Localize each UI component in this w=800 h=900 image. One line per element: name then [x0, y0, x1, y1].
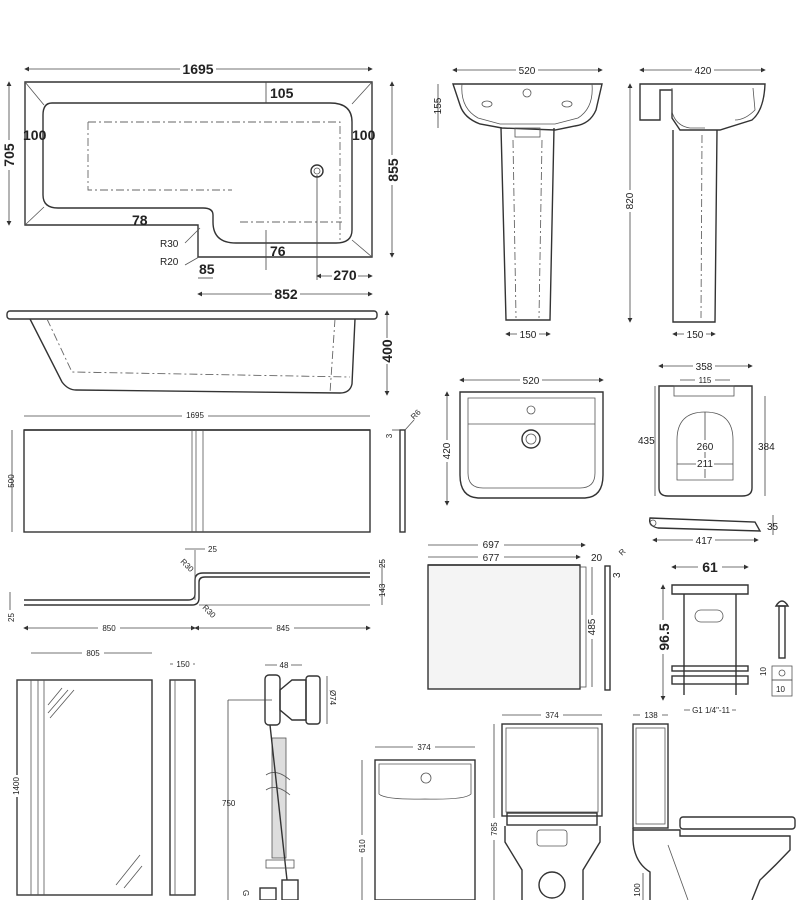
- basin-plan-width-label: 520: [523, 376, 540, 387]
- basin-waste-view: 61 96.5 G1 1/4"-11 10 10: [655, 559, 793, 716]
- end-panel-width-label: 677: [483, 553, 500, 564]
- front-panel-length-label: 1695: [186, 411, 204, 420]
- bath-side-view: 400: [6, 310, 395, 396]
- front-pedestal-width-label: 150: [520, 330, 537, 341]
- flush-button-icon: [420, 772, 432, 784]
- end-panel-height-label: 485: [587, 618, 598, 635]
- bath-waste-view: 48 Ø74 750 G: [222, 659, 337, 900]
- end-panel-view: 697 677 20 485 3 R: [427, 538, 628, 691]
- panel-offset-label: 25: [208, 545, 217, 554]
- end-panel-radius-label: R: [617, 547, 628, 558]
- step-offset-label: 85: [199, 261, 215, 277]
- toilet-height-label: 785: [490, 822, 499, 836]
- front-panel-radius-label: R6: [409, 407, 423, 421]
- rim-right-label: 100: [352, 127, 376, 143]
- end-panel-thickness-label: 3: [612, 572, 623, 578]
- seat-hinge-label: 115: [699, 376, 712, 385]
- toilet-side-view: 138 100: [632, 709, 796, 900]
- panel-depth-right-label: 25: [378, 559, 387, 568]
- panel-radius-top-label: R30: [179, 557, 196, 574]
- basin-plan-depth-label: 420: [442, 442, 453, 459]
- bath-plan-view: 1695 105 100 100 705 855 78 76 R30 R20 8…: [1, 61, 401, 302]
- seat-opening-width-label: 211: [697, 459, 713, 470]
- front-panel-view: 1695 500 3 R6: [7, 407, 423, 533]
- rim-step-label: 78: [132, 212, 148, 228]
- basin-side-depth-label: 420: [695, 66, 712, 77]
- front-panel-thickness-label: 3: [385, 433, 394, 438]
- toilet-width-label: 374: [545, 711, 559, 720]
- seat-width-label: 358: [696, 362, 713, 373]
- basin-front-width-label: 520: [519, 66, 536, 77]
- bath-end-width-label: 855: [385, 158, 401, 182]
- waste-offset-label: 270: [333, 267, 357, 283]
- toilet-outlet-height-label: 100: [633, 883, 642, 897]
- panel-right-length-label: 845: [276, 624, 290, 633]
- basin-bowl-height-label: 155: [433, 97, 444, 114]
- waste-width-label: 61: [702, 559, 718, 575]
- radius-inner-label: R30: [160, 239, 179, 250]
- screen-height-label: 1400: [12, 777, 21, 795]
- glass-reflection-icon: [47, 687, 143, 889]
- basin-drain-icon: [521, 429, 541, 449]
- rim-top-label: 105: [270, 85, 294, 101]
- rim-left-label: 100: [23, 127, 47, 143]
- bath-waste-thread-label: G: [241, 890, 250, 896]
- screen-depth-label: 150: [176, 660, 190, 669]
- end-panel-edge-label: 20: [591, 553, 603, 564]
- panel-left-length-label: 850: [102, 624, 116, 633]
- pin-dim-b-label: 10: [776, 685, 785, 694]
- wide-section-label: 852: [274, 286, 298, 302]
- basin-plan-view: 520 420: [441, 374, 604, 506]
- seat-opening-length-label: 260: [697, 442, 714, 453]
- seat-thickness-label: 35: [767, 522, 779, 533]
- waste-thread-label: G1 1/4"-11: [692, 706, 730, 715]
- seat-inner-length-label: 384: [758, 442, 775, 453]
- rim-bottom-label: 76: [270, 243, 286, 259]
- bath-narrow-width-label: 705: [1, 143, 17, 167]
- front-panel-height-label: 500: [7, 474, 16, 488]
- end-panel-overall-label: 697: [483, 540, 500, 551]
- bath-waste-height-label: 750: [222, 799, 236, 808]
- panel-radius-bottom-label: R30: [201, 603, 218, 620]
- bath-waste-diameter-label: Ø74: [328, 690, 337, 706]
- cistern-front-view: 374 610: [356, 741, 476, 900]
- side-pedestal-width-label: 150: [687, 330, 704, 341]
- bath-waste-width-label: 48: [280, 661, 289, 670]
- toilet-front-view: 374 785: [488, 709, 603, 900]
- cistern-height-label: 610: [358, 839, 367, 853]
- bath-length-label: 1695: [182, 61, 213, 77]
- radius-outer-label: R20: [160, 257, 179, 268]
- toilet-cistern-depth-label: 138: [644, 711, 658, 720]
- basin-pedestal-front-view: 520 155 150: [433, 64, 603, 341]
- pin-dim-a-label: 10: [759, 667, 768, 676]
- cistern-width-label: 374: [417, 743, 431, 752]
- basin-height-label: 820: [625, 192, 636, 209]
- panel-plan-view: 25 R30 R30 25 143 25 850 845: [7, 545, 387, 633]
- seat-length-label: 435: [638, 436, 655, 447]
- toilet-seat-view: 358 115 435 384 260 211 417 35: [638, 360, 779, 547]
- shower-screen-view: 805 1400 150: [10, 647, 196, 896]
- tap-hole-icon: [526, 405, 536, 415]
- screen-width-label: 805: [86, 649, 100, 658]
- panel-depth-left-label: 25: [7, 613, 16, 622]
- seat-side-length-label: 417: [696, 536, 713, 547]
- panel-step-label: 143: [378, 583, 387, 597]
- basin-pedestal-side-view: 420 820 150: [624, 64, 766, 341]
- bath-height-label: 400: [379, 339, 395, 363]
- waste-height-label: 96.5: [656, 623, 672, 650]
